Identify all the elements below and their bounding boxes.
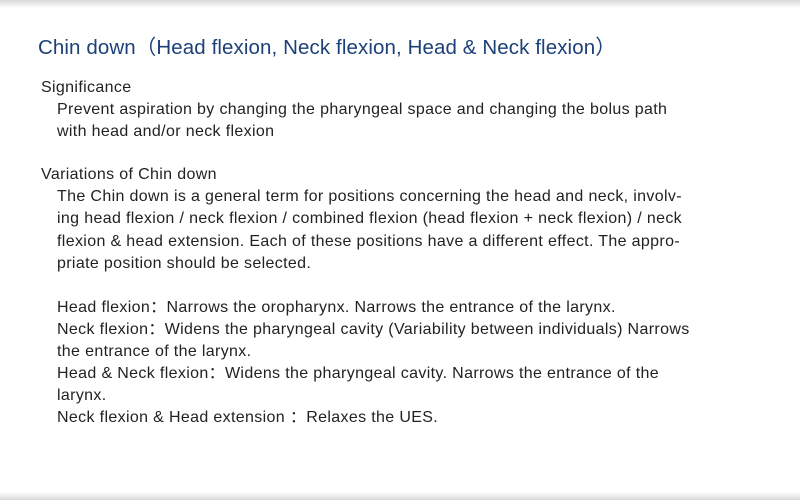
top-shadow	[0, 0, 800, 8]
variations-text: ing head flexion / neck flexion / combin…	[57, 210, 683, 227]
effect-head-neck-flexion: Head & Neck flexion：Widens the pharyngea…	[57, 365, 660, 382]
page-title: Chin down（Head flexion, Neck flexion, He…	[38, 36, 616, 59]
significance-text: with head and/or neck flexion	[57, 123, 275, 140]
bottom-shadow	[0, 492, 800, 500]
variations-text: priate position should be selected.	[57, 255, 312, 272]
significance-heading: Significance	[41, 79, 132, 96]
effect-head-neck-flexion-cont: larynx.	[57, 387, 107, 404]
effect-neck-flexion: Neck flexion：Widens the pharyngeal cavit…	[57, 321, 690, 338]
variations-text: flexion & head extension. Each of these …	[57, 233, 681, 250]
effect-head-flexion: Head flexion：Narrows the oropharynx. Nar…	[57, 299, 616, 316]
effect-neck-flexion-head-extension: Neck flexion & Head extension ：Relaxes t…	[57, 409, 439, 426]
variations-text: The Chin down is a general term for posi…	[57, 188, 682, 205]
effect-neck-flexion-cont: the entrance of the larynx.	[57, 343, 252, 360]
variations-heading: Variations of Chin down	[41, 166, 217, 183]
significance-text: Prevent aspiration by changing the phary…	[57, 101, 668, 118]
